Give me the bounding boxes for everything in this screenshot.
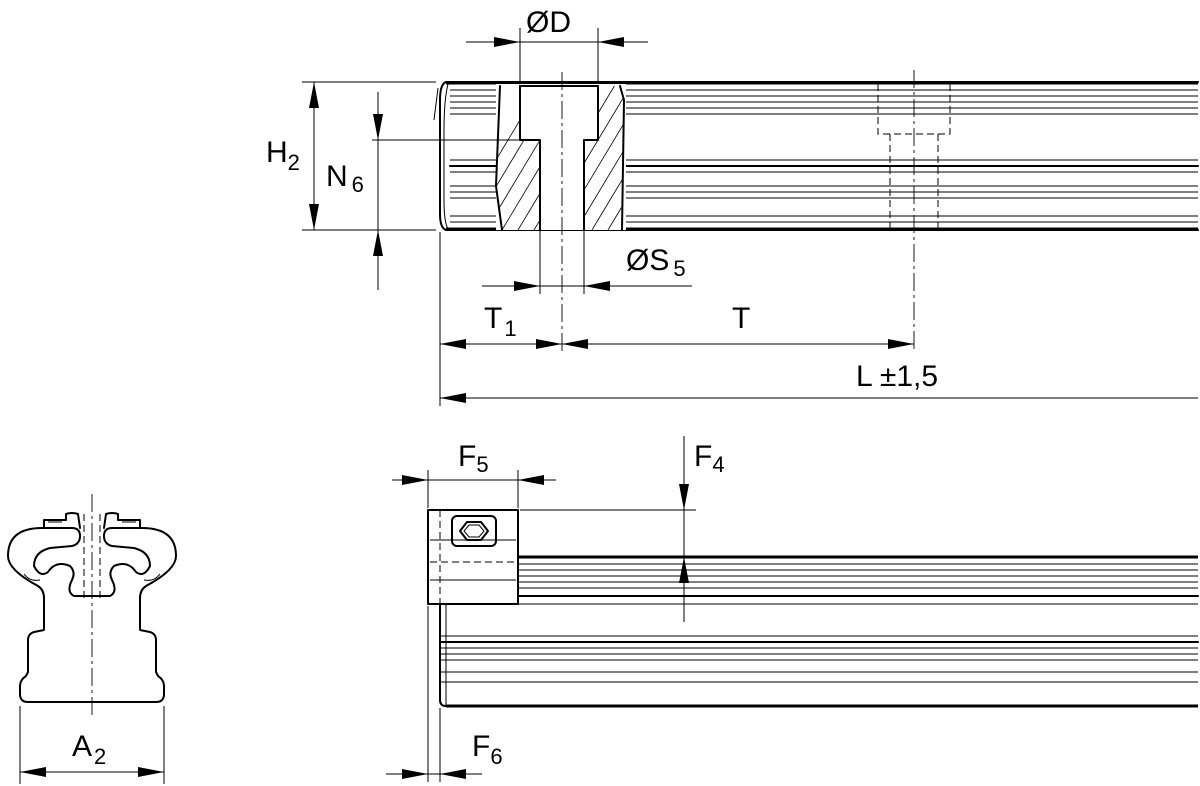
label-h2-sub: 2: [288, 150, 300, 175]
counterbore-section: [495, 72, 626, 352]
label-f4: F: [694, 440, 712, 473]
svg-text:F6: F6: [472, 730, 503, 769]
label-h2: H: [266, 136, 288, 169]
label-f6: F: [472, 730, 490, 763]
label-s5: ØS: [626, 244, 669, 277]
svg-text:F4: F4: [694, 440, 725, 477]
dim-a2: A2: [19, 706, 165, 784]
svg-text:H2: H2: [266, 136, 300, 175]
label-n6-sub: 6: [352, 172, 364, 197]
label-a2: A: [72, 730, 92, 763]
label-t1-sub: 1: [504, 316, 516, 341]
label-n6: N: [326, 160, 348, 193]
label-f4-sub: 4: [712, 452, 724, 477]
rail-side-view: [439, 555, 1199, 708]
dim-d: ØD: [466, 6, 648, 84]
svg-text:T1: T1: [484, 302, 517, 341]
label-f6-sub: 6: [490, 744, 502, 769]
dim-h2: H2: [266, 81, 436, 231]
label-a2-sub: 2: [94, 744, 106, 769]
hidden-hole: [877, 70, 951, 352]
label-s5-sub: 5: [673, 256, 685, 281]
dim-f6: F6: [386, 606, 503, 782]
dim-t1-t: T1 T: [439, 232, 914, 406]
end-stop: [427, 509, 519, 605]
label-t1: T: [484, 302, 502, 335]
dim-f4: F4: [520, 436, 725, 622]
dim-l: L ±1,5: [440, 360, 1198, 403]
dim-f5: F5: [392, 440, 556, 508]
rail-top-view: [433, 70, 1199, 352]
hex-socket-icon: [459, 521, 489, 541]
label-t: T: [732, 302, 750, 335]
svg-text:N6: N6: [326, 160, 364, 197]
label-f5: F: [458, 440, 476, 473]
label-f5-sub: 5: [476, 452, 488, 477]
svg-text:ØS5: ØS5: [626, 244, 686, 281]
rail-profile: [7, 494, 177, 716]
svg-text:F5: F5: [458, 440, 489, 477]
label-d: ØD: [526, 6, 571, 39]
label-l: L ±1,5: [856, 360, 938, 393]
svg-text:A2: A2: [72, 730, 106, 769]
